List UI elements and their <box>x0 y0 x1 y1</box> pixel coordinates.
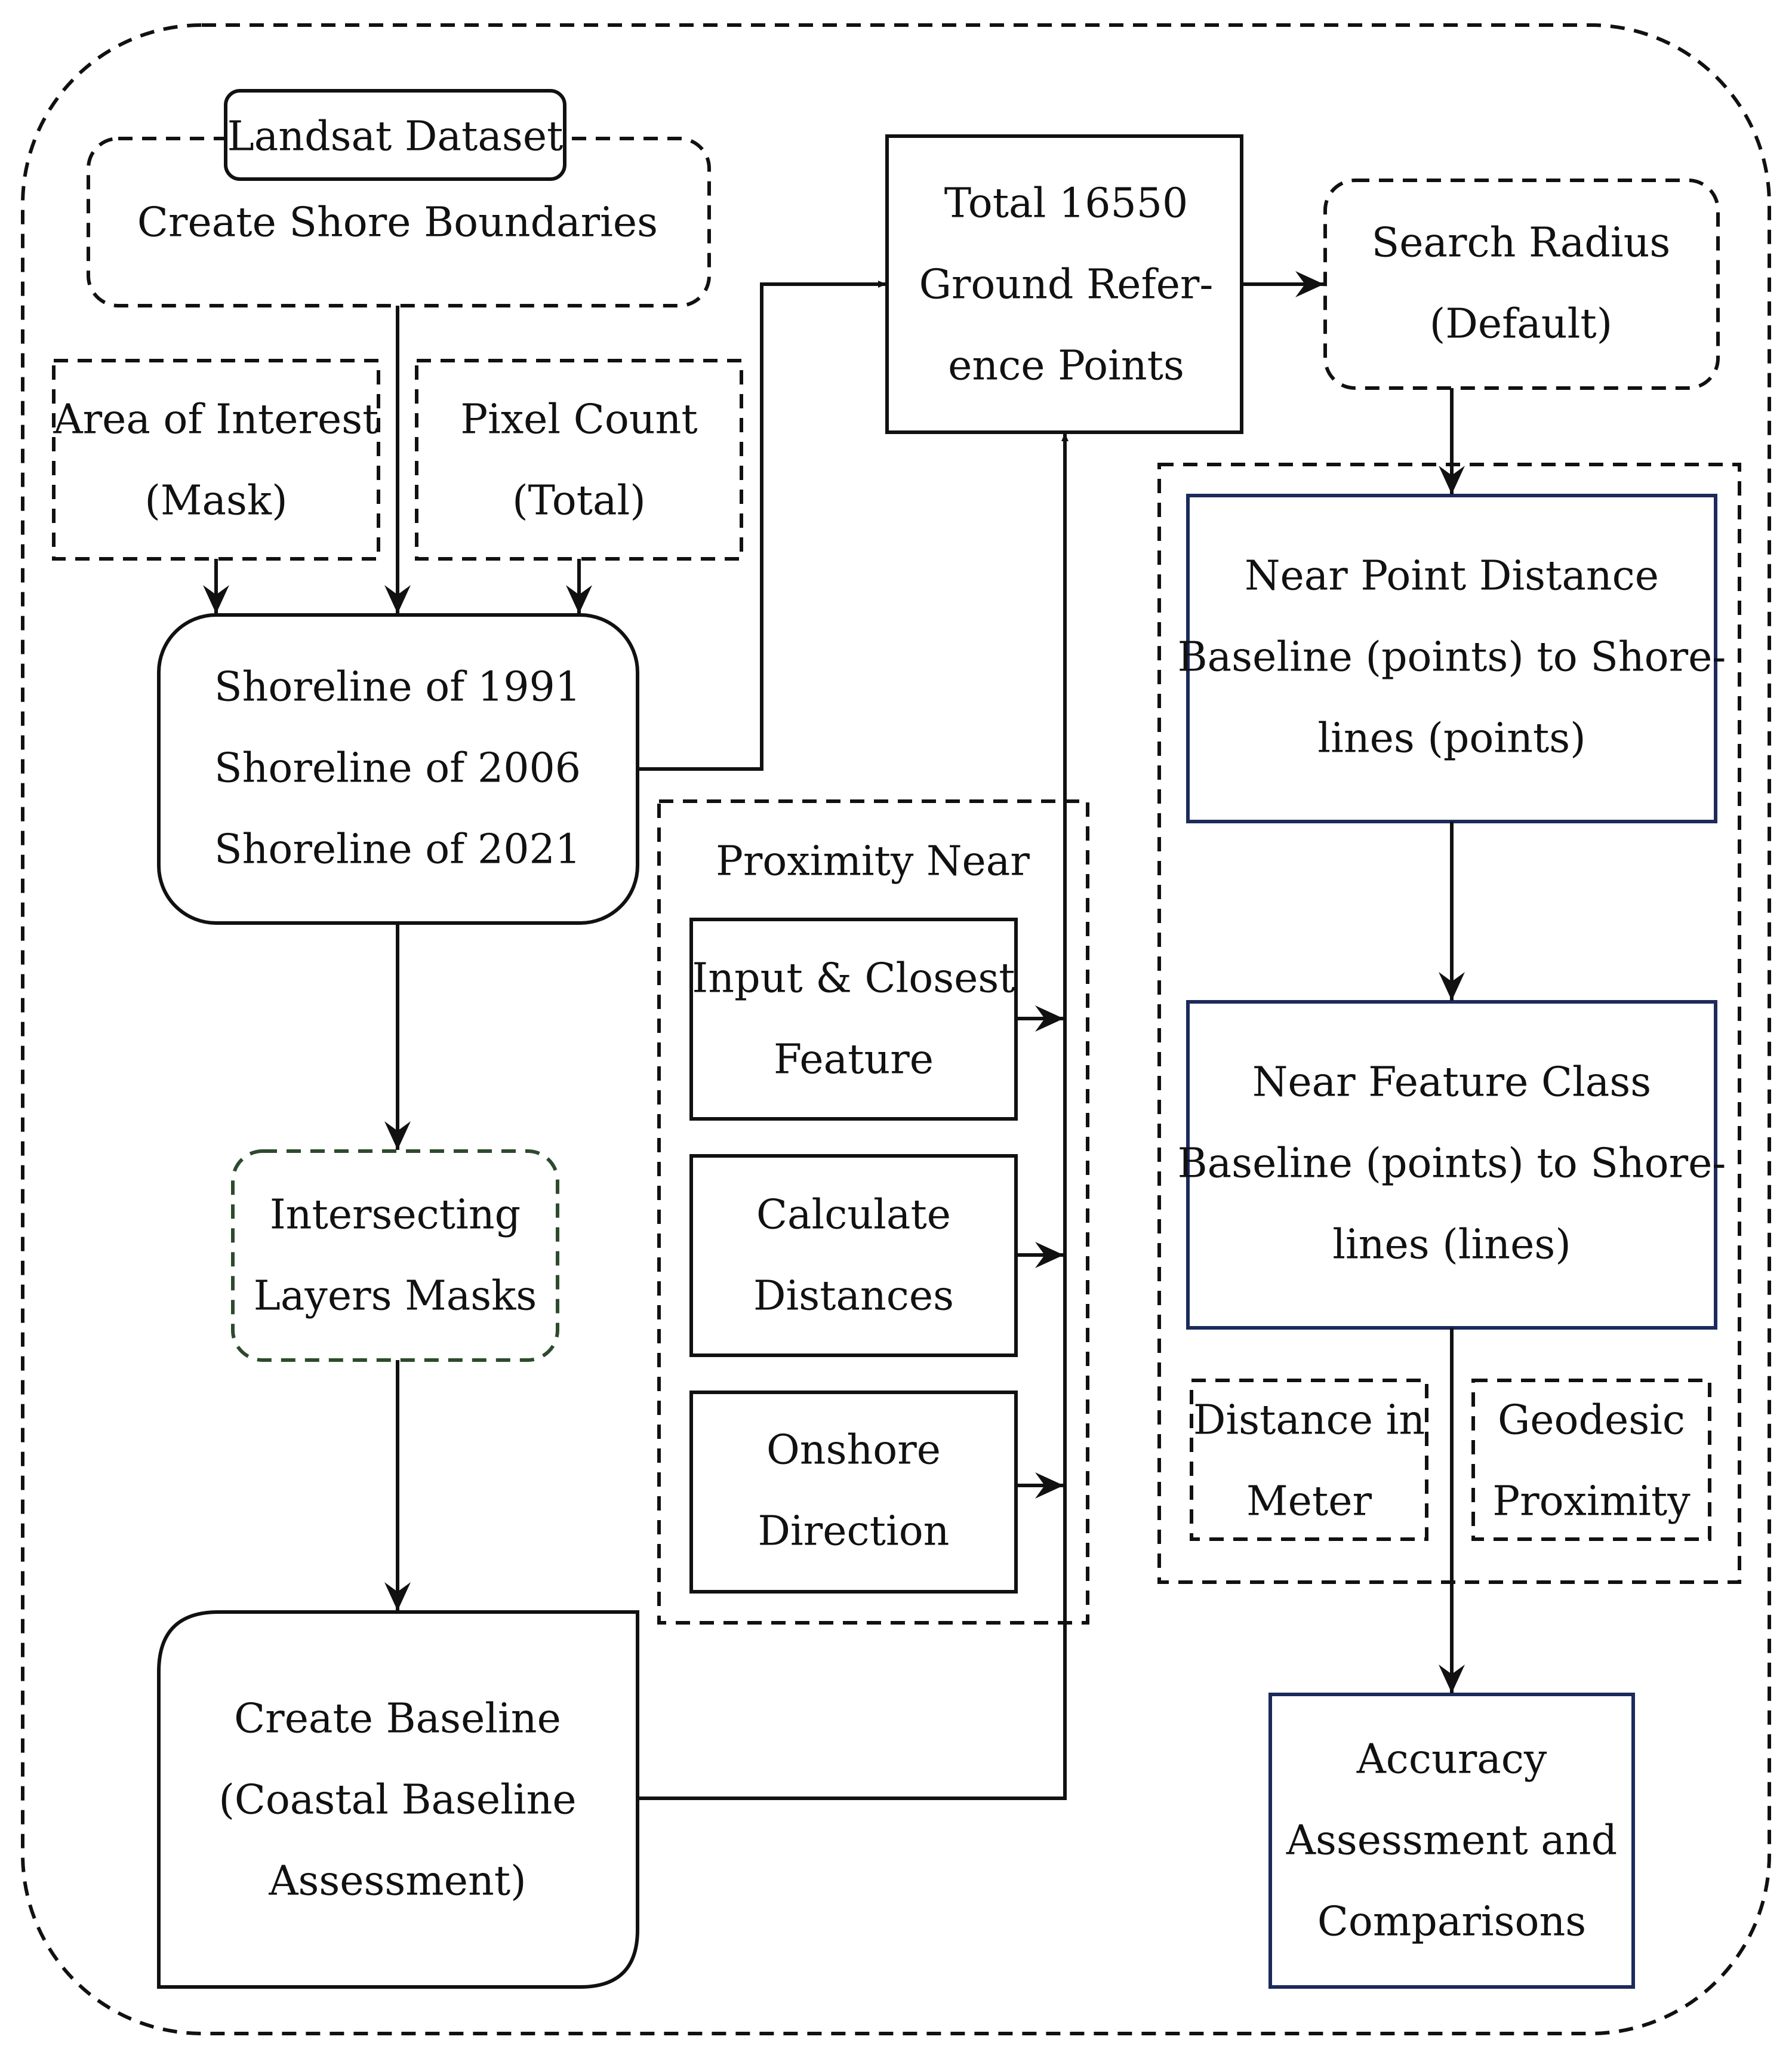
pixel-count-box <box>415 359 743 561</box>
outer-container <box>21 23 1771 2035</box>
input-closest-box <box>689 918 1018 1121</box>
geodesic-proximity-line-1: Geodesic <box>1498 1397 1685 1444</box>
near-point-distance-line-1: Near Point Distance <box>1245 553 1659 600</box>
distance-in-meter-box <box>1190 1379 1428 1541</box>
create-baseline-box <box>157 1610 639 1989</box>
onshore-direction-box <box>689 1391 1018 1594</box>
ground-reference-box <box>885 134 1243 434</box>
area-of-interest-line-2: (Mask) <box>144 478 287 525</box>
onshore-direction-line-1: Onshore <box>766 1427 941 1474</box>
area-of-interest-line-1: Area of Interest <box>53 396 379 444</box>
pixel-count-line-2: (Total) <box>512 478 646 525</box>
search-radius-line-2: (Default) <box>1430 301 1612 348</box>
proximity-near-group <box>657 799 1089 1625</box>
near-feature-class-line-3: lines (lines) <box>1332 1222 1571 1269</box>
calculate-distances-box <box>689 1154 1018 1357</box>
arrow-baseline-to-ground-reference <box>638 433 1069 1800</box>
intersecting-layers-line-1: Intersecting <box>270 1192 521 1239</box>
proximity-near-title: Proximity Near <box>716 838 1030 885</box>
landsat-dataset-box <box>224 89 566 181</box>
input-closest-line-2: Feature <box>774 1036 934 1084</box>
accuracy-assessment-line-1: Accuracy <box>1356 1736 1547 1783</box>
geodesic-proximity-line-2: Proximity <box>1492 1478 1691 1525</box>
near-point-distance-box <box>1186 494 1717 823</box>
shoreline-1991-label: Shoreline of 1991 <box>214 664 581 711</box>
geodesic-proximity-box <box>1471 1379 1711 1541</box>
create-baseline-line-2: (Coastal Baseline <box>218 1777 576 1824</box>
create-shore-boundaries-label: Create Shore Boundaries <box>137 199 658 247</box>
near-feature-class-line-2: Baseline (points) to Shore- <box>1178 1140 1726 1188</box>
intersecting-layers-box <box>231 1149 559 1362</box>
create-baseline-line-1: Create Baseline <box>234 1696 561 1743</box>
distance-in-meter-line-1: Distance in <box>1193 1397 1425 1444</box>
near-feature-class-box <box>1186 1000 1717 1330</box>
pixel-count-line-1: Pixel Count <box>460 396 697 444</box>
onshore-direction-line-2: Direction <box>758 1508 950 1555</box>
accuracy-assessment-box <box>1268 1693 1635 1989</box>
area-of-interest-box <box>52 359 380 561</box>
shoreline-2006-label: Shoreline of 2006 <box>214 745 581 792</box>
near-feature-class-line-1: Near Feature Class <box>1252 1059 1651 1106</box>
landsat-dataset-label: Landsat Dataset <box>227 113 564 161</box>
calculate-distances-line-2: Distances <box>753 1273 954 1320</box>
ground-reference-line-1: Total 16550 <box>944 180 1188 227</box>
near-point-distance-line-3: lines (points) <box>1317 715 1585 762</box>
intersecting-layers-line-2: Layers Masks <box>254 1273 537 1320</box>
accuracy-assessment-line-2: Assessment and <box>1286 1817 1617 1865</box>
calculate-distances-line-1: Calculate <box>756 1192 951 1239</box>
input-closest-line-1: Input & Closest <box>692 955 1015 1002</box>
shoreline-2021-label: Shoreline of 2021 <box>214 826 581 873</box>
search-radius-box <box>1323 179 1720 390</box>
near-analysis-group <box>1157 463 1741 1584</box>
search-radius-line-1: Search Radius <box>1372 220 1671 267</box>
ground-reference-line-2: Ground Refer- <box>919 262 1214 309</box>
accuracy-assessment-line-3: Comparisons <box>1317 1899 1586 1946</box>
ground-reference-line-3: ence Points <box>948 343 1184 390</box>
create-baseline-line-3: Assessment) <box>268 1858 526 1905</box>
distance-in-meter-line-2: Meter <box>1246 1478 1372 1525</box>
arrow-shorelines-to-ground-reference <box>638 281 886 771</box>
near-point-distance-line-2: Baseline (points) to Shore- <box>1178 634 1726 681</box>
